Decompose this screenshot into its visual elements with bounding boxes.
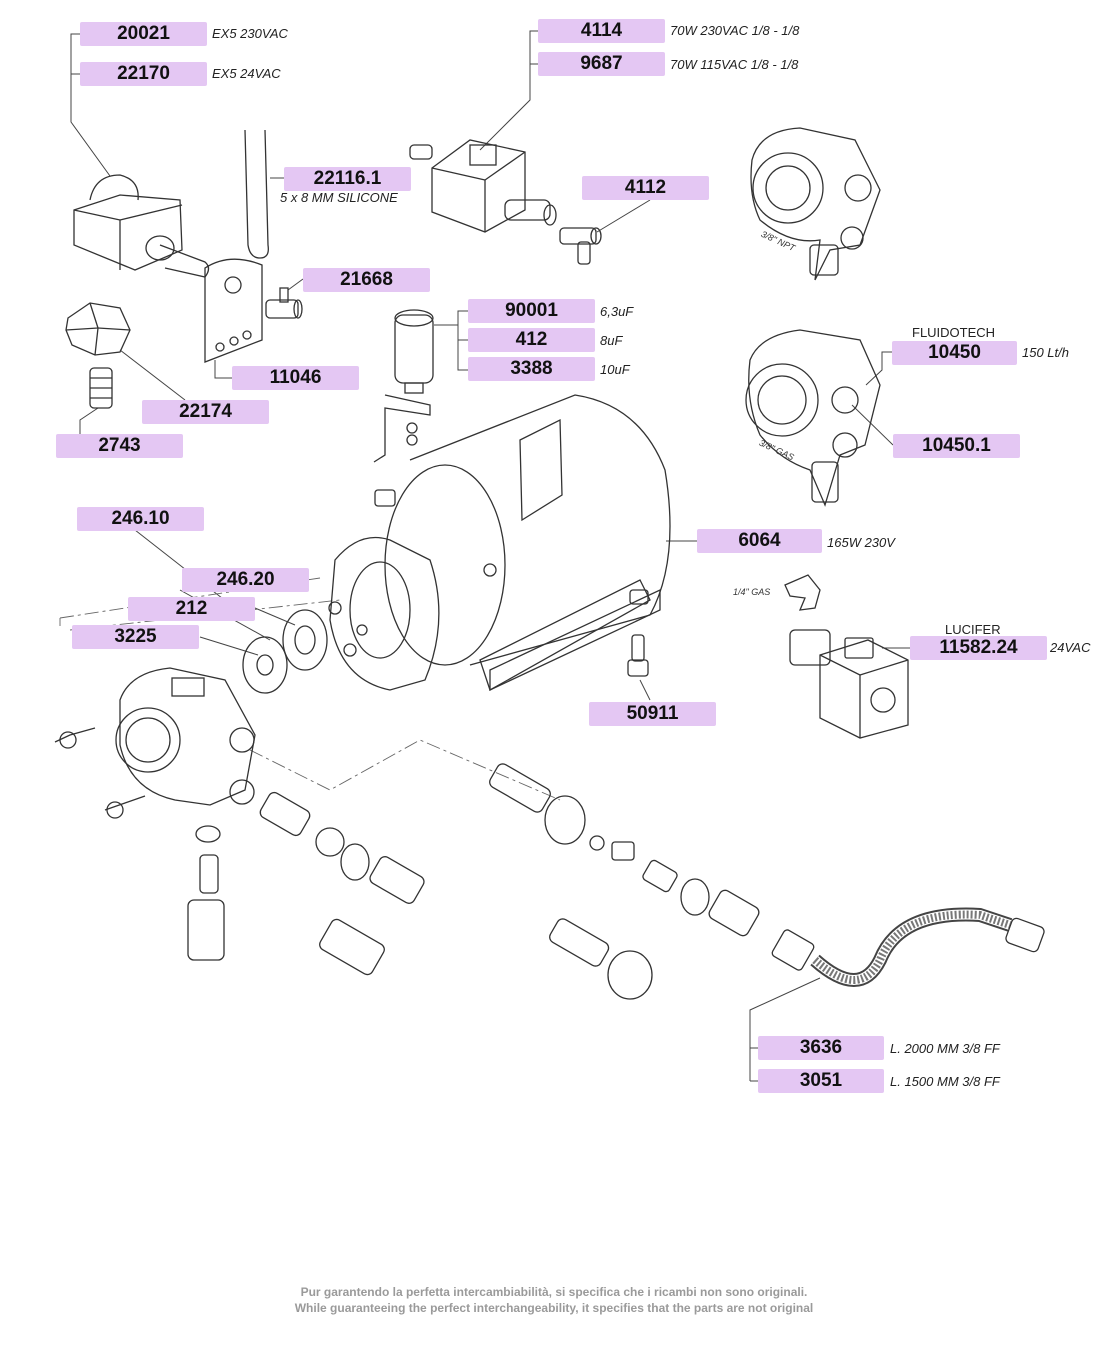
part-tag-3636[interactable]: 3636 bbox=[758, 1036, 884, 1060]
part-tag-90001[interactable]: 90001 bbox=[468, 299, 595, 323]
manufacturer-fluidotech: FLUIDOTECH bbox=[912, 325, 996, 340]
part-tag-22170[interactable]: 22170 bbox=[80, 62, 207, 86]
part-tag-246-20[interactable]: 246.20 bbox=[182, 568, 309, 592]
t-fitting-illustration bbox=[265, 287, 303, 319]
part-tag-22174[interactable]: 22174 bbox=[142, 400, 269, 424]
spec-412: 8uF bbox=[600, 333, 623, 348]
part-tag-11046[interactable]: 11046 bbox=[232, 366, 359, 390]
note-gas-1-4: 1/4" GAS bbox=[733, 587, 771, 597]
spec-6064: 165W 230V bbox=[827, 535, 895, 550]
spec-22116-1: 5 x 8 MM SILICONE bbox=[280, 190, 398, 205]
part-tag-3388[interactable]: 3388 bbox=[468, 357, 595, 381]
pump-head-illustration bbox=[54, 667, 256, 819]
part-tag-9687[interactable]: 9687 bbox=[538, 52, 665, 76]
spec-22170: EX5 24VAC bbox=[212, 66, 281, 81]
part-tag-246-10[interactable]: 246.10 bbox=[77, 507, 204, 531]
part-tag-3225[interactable]: 3225 bbox=[72, 625, 199, 649]
spec-4114: 70W 230VAC 1/8 - 1/8 bbox=[670, 23, 800, 38]
spec-3051: L. 1500 MM 3/8 FF bbox=[890, 1074, 1000, 1089]
part-tag-412[interactable]: 412 bbox=[468, 328, 595, 352]
part-tag-3051[interactable]: 3051 bbox=[758, 1069, 884, 1093]
spec-10450: 150 Lt/h bbox=[1022, 345, 1069, 360]
disclaimer-italian: Pur garantendo la perfetta intercambiabi… bbox=[300, 1285, 808, 1299]
part-tag-21668[interactable]: 21668 bbox=[303, 268, 430, 292]
part-tag-2743[interactable]: 2743 bbox=[56, 434, 183, 458]
disclaimer-english: While guaranteeing the perfect interchan… bbox=[294, 1301, 814, 1315]
part-tag-50911[interactable]: 50911 bbox=[589, 702, 716, 726]
solenoid-coil-illustration bbox=[73, 174, 210, 278]
spec-3388: 10uF bbox=[600, 362, 630, 377]
leader-lines bbox=[70, 30, 910, 1082]
lucifer-valve-illustration bbox=[784, 574, 909, 739]
spec-20021: EX5 230VAC bbox=[212, 26, 288, 41]
part-tag-212[interactable]: 212 bbox=[128, 597, 255, 621]
bracket-plate-illustration bbox=[204, 258, 263, 363]
part-tag-4112[interactable]: 4112 bbox=[582, 176, 709, 200]
part-tag-11582-24[interactable]: 11582.24 bbox=[910, 636, 1047, 660]
part-tag-10450[interactable]: 10450 bbox=[892, 341, 1017, 365]
spec-11582-24: 24VAC bbox=[1050, 640, 1091, 655]
vibration-pump-illustration bbox=[409, 139, 557, 233]
capacitor-illustration bbox=[373, 309, 434, 463]
fluidotech-pump-illustration bbox=[745, 329, 881, 507]
elbow-fitting-4112-illustration bbox=[559, 227, 602, 265]
part-tag-20021[interactable]: 20021 bbox=[80, 22, 207, 46]
motor-illustration bbox=[242, 394, 671, 694]
fitting-50911-illustration bbox=[627, 589, 649, 677]
pressure-relief-fittings-illustration bbox=[489, 763, 760, 1000]
part-tag-10450-1[interactable]: 10450.1 bbox=[893, 434, 1020, 458]
fitting-2743-illustration bbox=[89, 367, 113, 409]
part-tag-4114[interactable]: 4114 bbox=[538, 19, 665, 43]
spec-3636: L. 2000 MM 3/8 FF bbox=[890, 1041, 1000, 1056]
manufacturer-lucifer: LUCIFER bbox=[945, 622, 1001, 637]
part-tag-6064[interactable]: 6064 bbox=[697, 529, 822, 553]
cap-nut-illustration bbox=[65, 302, 131, 356]
silicone-tube-illustration bbox=[244, 129, 269, 259]
spec-9687: 70W 115VAC 1/8 - 1/8 bbox=[670, 57, 799, 72]
pipe-fittings-illustration bbox=[187, 791, 425, 976]
braided-hose-illustration bbox=[771, 907, 1045, 987]
spec-90001: 6,3uF bbox=[600, 304, 634, 319]
disclaimer-footer: Pur garantendo la perfetta intercambiabi… bbox=[0, 1284, 1108, 1316]
gear-pump-npt-illustration bbox=[750, 127, 881, 281]
part-tag-22116-1[interactable]: 22116.1 bbox=[284, 167, 411, 191]
